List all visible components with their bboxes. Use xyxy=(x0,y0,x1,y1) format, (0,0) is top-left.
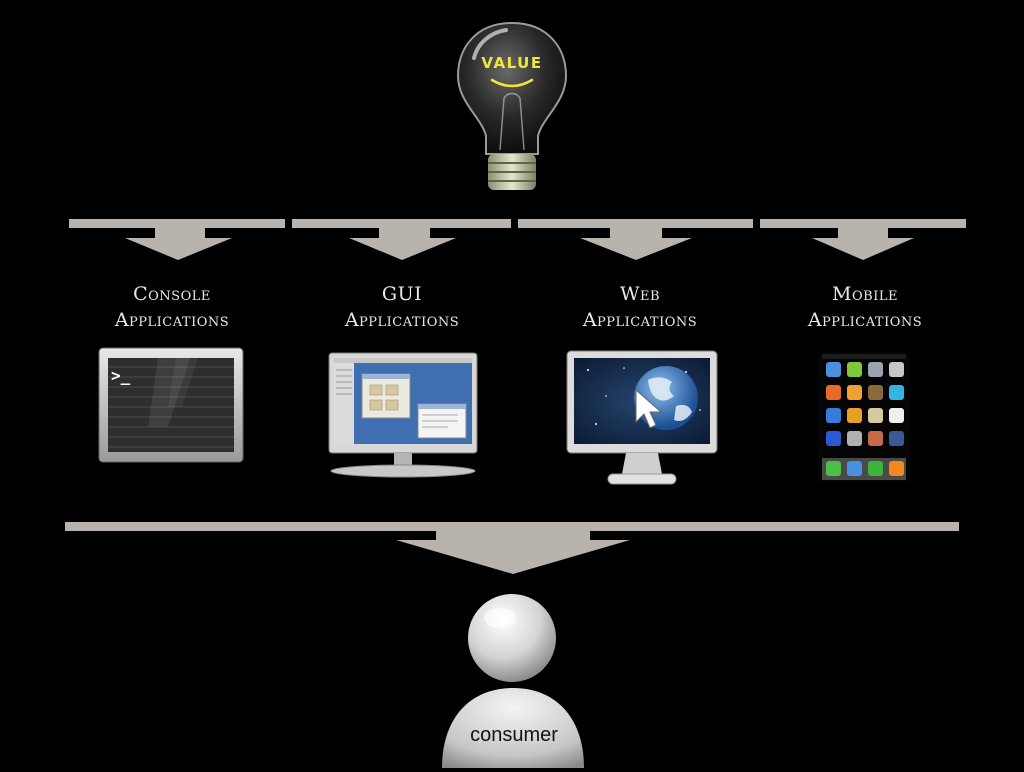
arrow-mobile xyxy=(760,219,966,260)
arrow-web xyxy=(518,219,753,260)
category-mobile-label: Mobile Applications xyxy=(807,283,923,331)
arrow-gui xyxy=(292,219,511,260)
smartphone-icon xyxy=(818,352,910,482)
globe-monitor-icon xyxy=(566,350,718,485)
terminal-monitor-icon: >_ xyxy=(98,347,244,463)
value-lightbulb: VALUE xyxy=(452,18,572,198)
arrow-console xyxy=(69,219,285,260)
user-icon xyxy=(442,594,584,768)
category-console-label: Console Applications xyxy=(114,283,230,331)
consumer-arrow xyxy=(65,522,959,574)
category-gui-label: GUI Applications xyxy=(344,283,460,331)
consumer-label: consumer xyxy=(470,724,558,746)
category-web-label: Web Applications xyxy=(582,283,698,331)
value-label: VALUE xyxy=(481,54,542,72)
consumer-figure xyxy=(438,590,588,768)
distribution-arrows xyxy=(69,219,966,260)
lightbulb-icon: VALUE xyxy=(456,21,568,190)
desktop-monitor-icon xyxy=(328,352,478,478)
svg-text:>_: >_ xyxy=(111,366,131,385)
